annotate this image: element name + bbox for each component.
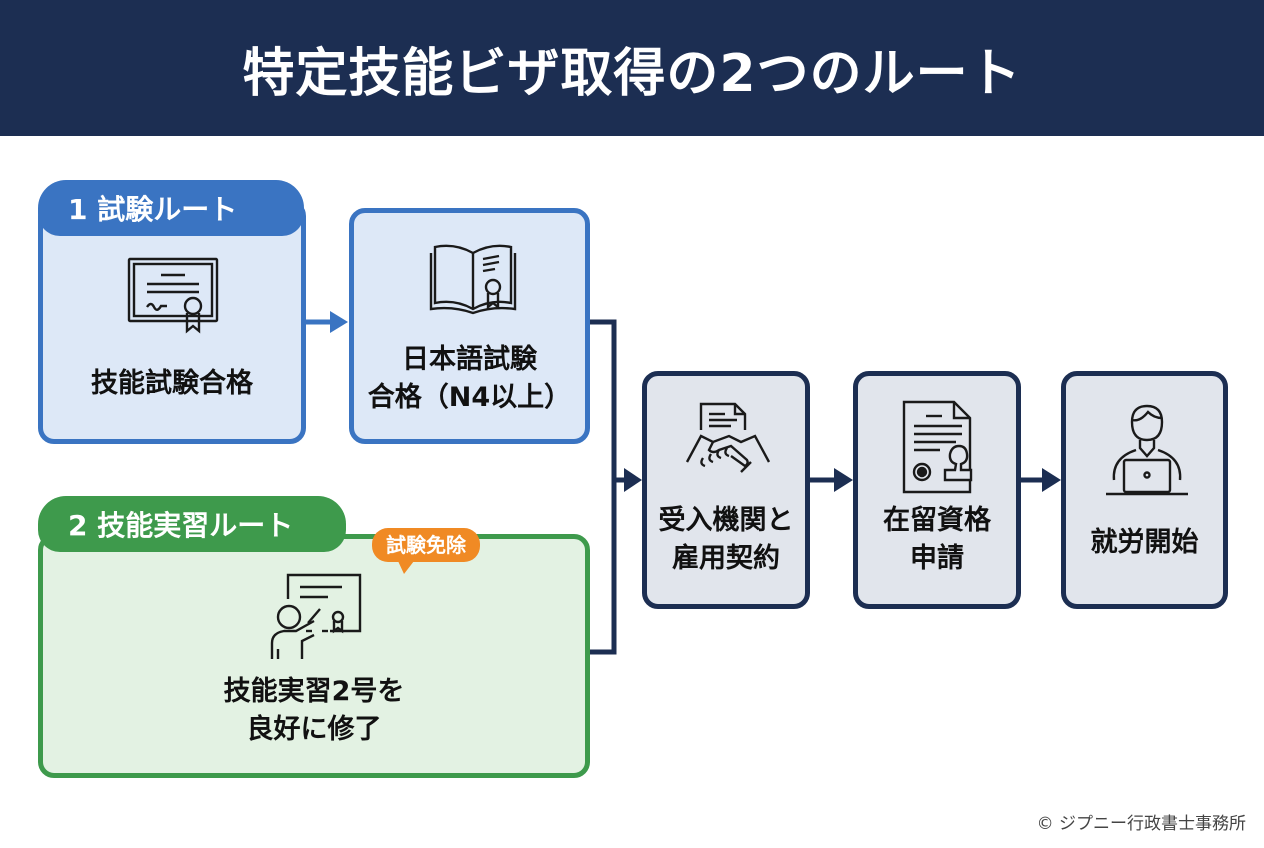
route-1-tab: 1 試験ルート [38, 180, 304, 236]
step-technical-intern: 技能実習2号を 良好に修了 [38, 534, 590, 778]
step-label: 就労開始 [1090, 527, 1199, 558]
step-label: 在留資格 申請 [883, 505, 991, 574]
worker-laptop-icon [1104, 402, 1190, 498]
step-label: 技能試験合格 [91, 368, 253, 399]
exam-exemption-badge: 試験免除 [372, 528, 480, 574]
document-stamp-icon [900, 400, 980, 498]
route-2-tab-label: 2 技能実習ルート [68, 509, 294, 542]
arrowhead-merge-to-contract [624, 468, 642, 492]
arrowhead-contract-to-residence [834, 468, 853, 492]
step-start-work: 就労開始 [1061, 371, 1228, 609]
step-skill-test: 技能試験合格 [38, 200, 306, 444]
step-residence-application: 在留資格 申請 [853, 371, 1021, 609]
page-title: 特定技能ビザ取得の2つのルート [242, 43, 1022, 104]
merge-bracket [588, 319, 617, 655]
route-2-tab: 2 技能実習ルート [38, 496, 346, 552]
handshake-contract-icon [685, 400, 771, 486]
certificate-icon [127, 257, 219, 339]
step-label: 技能実習2号を 良好に修了 [223, 676, 405, 745]
step-label: 日本語試験 合格（N4以上） [367, 344, 572, 413]
step-employment-contract: 受入機関と 雇用契約 [642, 371, 810, 609]
arrowhead-skill-to-japanese [330, 311, 348, 333]
open-book-icon [427, 241, 519, 315]
step-japanese-test: 日本語試験 合格（N4以上） [349, 208, 590, 444]
route-1-tab-label: 1 試験ルート [68, 193, 238, 226]
header-banner: 特定技能ビザ取得の2つのルート [0, 0, 1264, 136]
arrowhead-residence-to-work [1042, 468, 1061, 492]
teacher-board-icon [270, 573, 362, 661]
copyright-footer: © ジプニー行政書士事務所 [1036, 814, 1246, 834]
step-label: 受入機関と 雇用契約 [658, 505, 794, 574]
